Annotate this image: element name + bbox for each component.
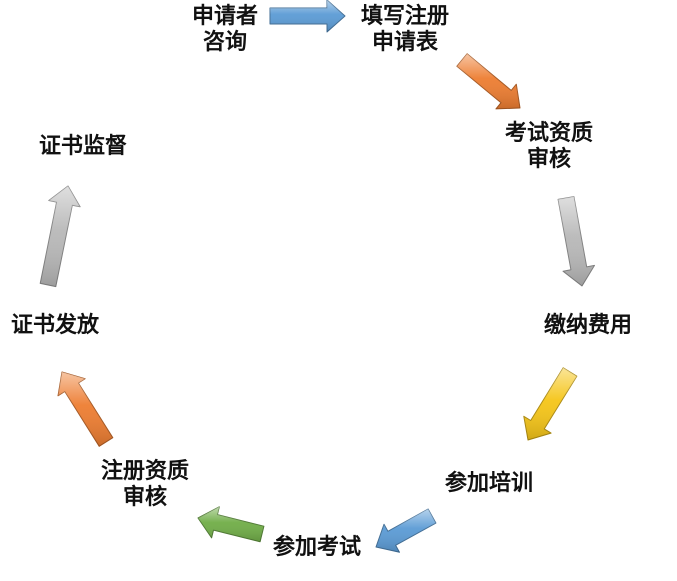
arrow-registration-to-cert — [57, 371, 114, 447]
step-label: 审核 — [122, 485, 167, 510]
step-attend-training: 参加培训 — [434, 471, 544, 497]
step-certificate-issue: 证书发放 — [0, 313, 110, 339]
arrow-qualify-to-fee — [557, 196, 595, 287]
step-label: 审核 — [526, 147, 571, 172]
step-label: 咨询 — [202, 30, 247, 55]
step-label: 证书发放 — [10, 313, 99, 338]
arrow-gloss — [456, 53, 520, 109]
step-applicant-consult: 申请者 咨询 — [180, 4, 270, 56]
step-certificate-supervision: 证书监督 — [28, 134, 138, 160]
step-label: 证书监督 — [38, 134, 127, 159]
step-registration-qualification-review: 注册资质 审核 — [90, 459, 200, 511]
arrow-gloss — [558, 196, 595, 286]
arrow-cert-to-supervision — [39, 185, 81, 288]
arrow-form-to-qualify — [456, 53, 521, 110]
step-pay-fee: 缴纳费用 — [533, 313, 643, 339]
arrow-gloss — [376, 509, 436, 553]
arrow-gloss — [58, 372, 113, 447]
step-label: 申请者 — [191, 4, 258, 29]
step-take-exam: 参加考试 — [262, 535, 372, 561]
step-label: 参加考试 — [272, 535, 361, 560]
step-label: 考试资质 — [504, 121, 593, 146]
step-label: 申请表 — [371, 30, 438, 55]
arrow-gloss — [270, 0, 345, 32]
arrow-gloss — [40, 186, 81, 287]
step-label: 注册资质 — [100, 459, 189, 484]
step-exam-qualification-review: 考试资质 审核 — [494, 121, 604, 173]
step-label: 填写注册 — [360, 4, 449, 29]
arrow-consult-to-form — [269, 0, 346, 33]
arrow-fee-to-training — [523, 367, 578, 441]
step-fill-registration-form: 填写注册 申请表 — [350, 4, 460, 56]
arrow-exam-to-registration — [197, 506, 265, 543]
arrow-gloss — [198, 506, 264, 542]
arrow-gloss — [523, 367, 577, 440]
arrow-training-to-exam — [375, 508, 437, 553]
step-label: 缴纳费用 — [543, 313, 632, 338]
step-label: 参加培训 — [444, 471, 533, 496]
